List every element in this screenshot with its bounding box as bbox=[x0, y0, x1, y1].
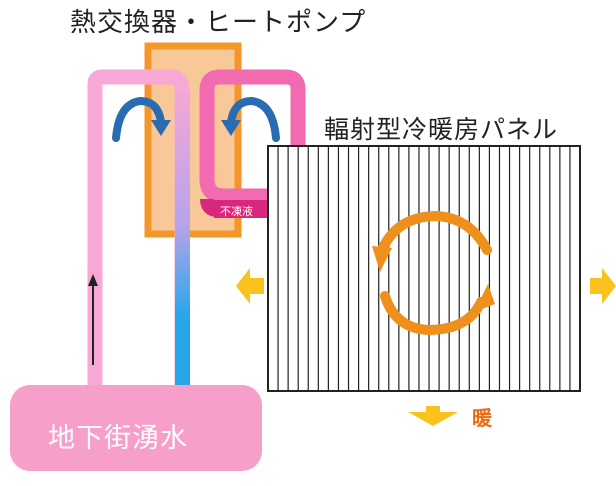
heat-arrow-left-icon bbox=[236, 268, 264, 304]
return-pipe bbox=[175, 92, 190, 390]
antifreeze-pipe bbox=[199, 69, 306, 204]
water-source-box bbox=[10, 385, 262, 471]
left-flow-arrow-icon bbox=[112, 96, 171, 142]
radiant-panel-title: 輻射型冷暖房パネル bbox=[324, 115, 559, 144]
right-flow-arrow-icon bbox=[221, 96, 280, 142]
heat-arrow-right-icon bbox=[590, 268, 616, 304]
radiant-panel bbox=[267, 145, 581, 392]
heat-arrow-down-icon bbox=[408, 406, 458, 426]
convection-arrow-icon bbox=[372, 210, 495, 336]
panel-fins bbox=[277, 147, 571, 390]
up-arrow-icon bbox=[88, 274, 98, 365]
antifreeze-label-box bbox=[214, 200, 272, 218]
heating-label: 暖 bbox=[472, 406, 492, 430]
antifreeze-label: 不凍液 bbox=[220, 205, 253, 218]
water-source-label: 地下街湧水 bbox=[48, 423, 188, 454]
heat-exchanger-title: 熱交換器・ヒートポンプ bbox=[70, 8, 367, 38]
well-water-pipe bbox=[87, 69, 190, 388]
